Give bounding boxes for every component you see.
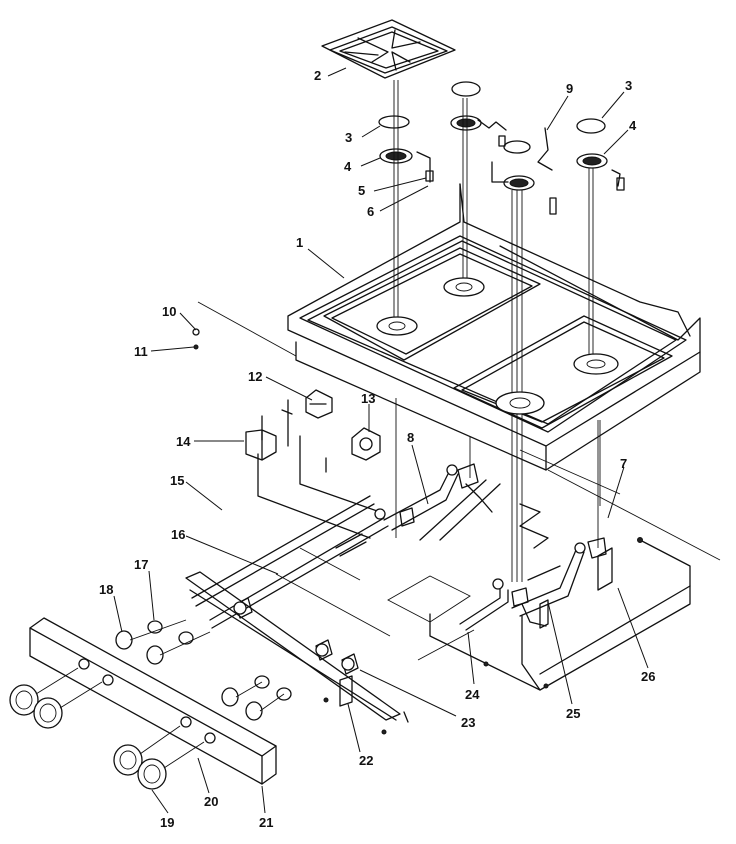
callout-4-right: 4 — [629, 118, 637, 133]
callout-labels: 1 2 3 3 4 4 5 6 7 8 9 10 11 12 13 14 15 … — [99, 68, 655, 830]
callout-19: 19 — [160, 815, 174, 830]
callout-17: 17 — [134, 557, 148, 572]
callout-23: 23 — [461, 715, 475, 730]
callout-21: 21 — [259, 815, 273, 830]
callout-14: 14 — [176, 434, 191, 449]
callout-6: 6 — [367, 204, 374, 219]
callout-11: 11 — [134, 344, 148, 359]
leader-lines — [113, 67, 649, 814]
callout-4-left: 4 — [344, 159, 352, 174]
callout-24: 24 — [465, 687, 480, 702]
callout-3-left: 3 — [345, 130, 352, 145]
callout-26: 26 — [641, 669, 655, 684]
callout-5: 5 — [358, 183, 365, 198]
top-brackets — [192, 328, 381, 539]
base-parts — [323, 537, 643, 735]
callout-7: 7 — [620, 456, 627, 471]
callout-1: 1 — [296, 235, 303, 250]
gas-tubes — [185, 463, 607, 723]
callout-13: 13 — [361, 391, 375, 406]
burner-grate — [321, 19, 456, 79]
callout-16: 16 — [171, 527, 185, 542]
screws — [416, 119, 625, 215]
callout-12: 12 — [248, 369, 262, 384]
callout-9: 9 — [566, 81, 573, 96]
callout-20: 20 — [204, 794, 218, 809]
callout-18: 18 — [99, 582, 113, 597]
callout-2: 2 — [314, 68, 321, 83]
callout-10: 10 — [162, 304, 176, 319]
callout-25: 25 — [566, 706, 580, 721]
callout-22: 22 — [359, 753, 373, 768]
callout-3-right: 3 — [625, 78, 632, 93]
callout-8: 8 — [407, 430, 414, 445]
burner-heads — [379, 115, 608, 191]
callout-15: 15 — [170, 473, 184, 488]
cabinet-outline — [197, 301, 721, 691]
control-panel — [29, 617, 277, 785]
cooktop — [287, 183, 701, 471]
knobs — [9, 667, 205, 790]
valve-knob-hardware — [115, 619, 292, 721]
